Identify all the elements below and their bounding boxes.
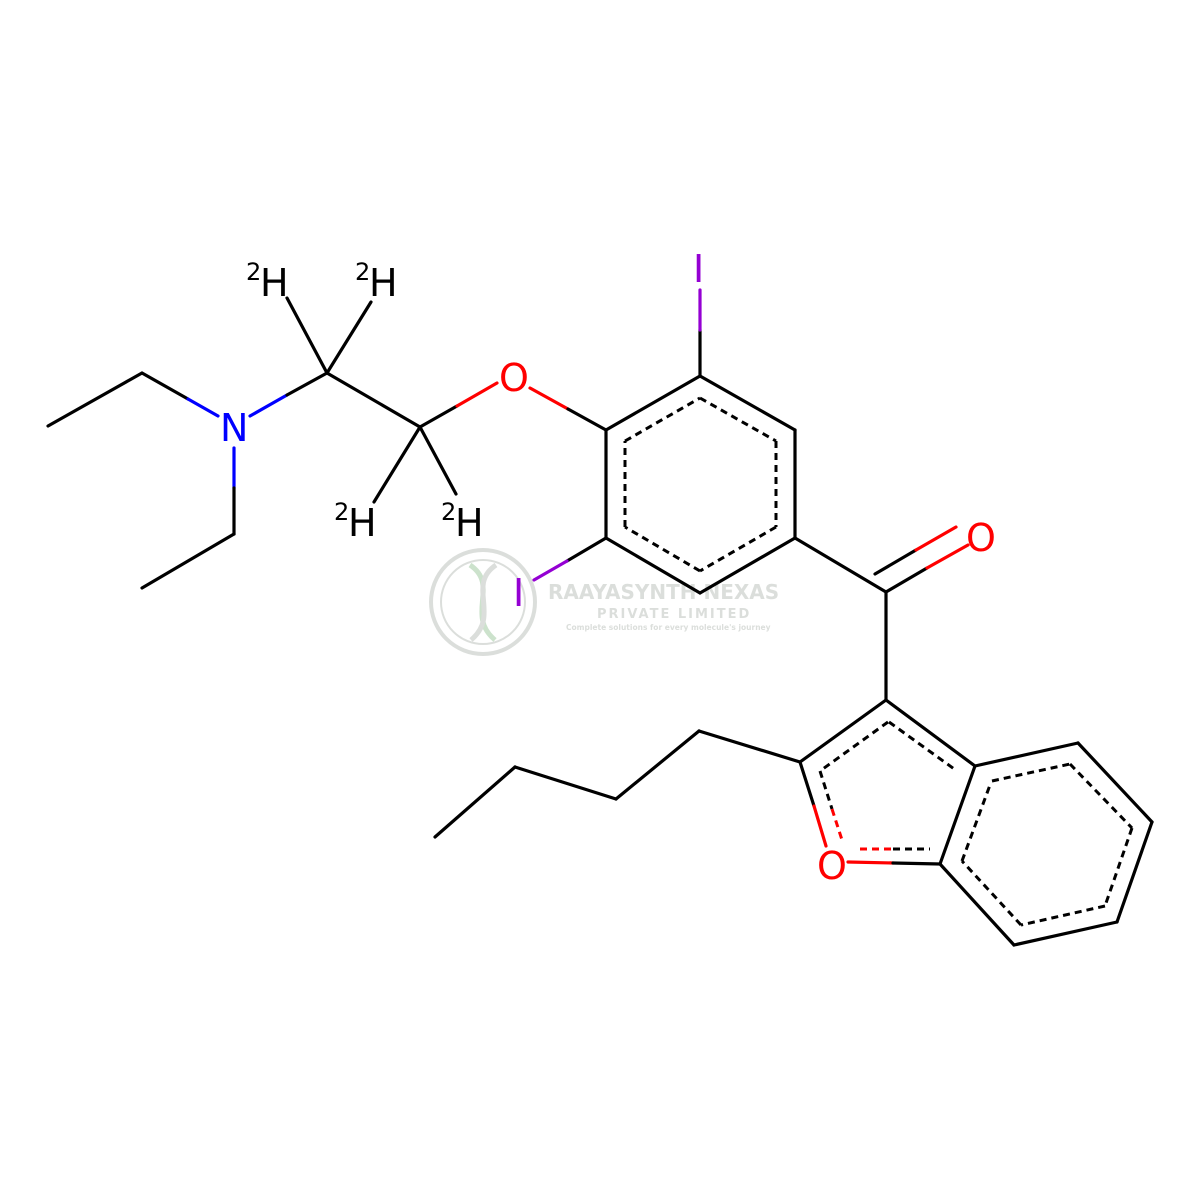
benzofuran-ring: O bbox=[798, 698, 1154, 947]
atom-hydrogen-4: H bbox=[455, 501, 484, 545]
watermark-tagline: Complete solutions for every molecule's … bbox=[566, 623, 771, 632]
atom-hydrogen-3: H bbox=[348, 501, 377, 545]
deuterium-label-1: 2 bbox=[246, 258, 261, 286]
atom-iodine-left: I bbox=[513, 571, 524, 615]
watermark: RAAYASYNTH NEXAS PRIVATE LIMITED Complet… bbox=[429, 548, 779, 656]
deuterated-linker: 2 H 2 H 2 H 2 H O bbox=[246, 258, 529, 545]
atom-hydrogen-2: H bbox=[369, 261, 398, 305]
watermark-subtitle: PRIVATE LIMITED bbox=[597, 607, 751, 622]
diiodophenyl-ring: I I bbox=[513, 247, 797, 615]
atom-nitrogen: N bbox=[220, 406, 248, 450]
atom-iodine-top: I bbox=[693, 247, 704, 291]
atom-carbonyl-oxygen: O bbox=[966, 516, 996, 560]
deuterium-label-4: 2 bbox=[441, 498, 456, 526]
carbonyl-group: O bbox=[793, 516, 996, 702]
deuterium-label-2: 2 bbox=[355, 258, 370, 286]
atom-furan-oxygen: O bbox=[817, 844, 847, 888]
watermark-company: RAAYASYNTH NEXAS bbox=[548, 580, 779, 604]
deuterium-label-3: 2 bbox=[334, 498, 349, 526]
butyl-chain bbox=[433, 729, 802, 839]
watermark-logo-icon bbox=[429, 548, 537, 656]
atom-hydrogen-1: H bbox=[260, 261, 289, 305]
atom-ether-oxygen: O bbox=[499, 356, 529, 400]
diethylamino-group: N bbox=[46, 371, 329, 590]
